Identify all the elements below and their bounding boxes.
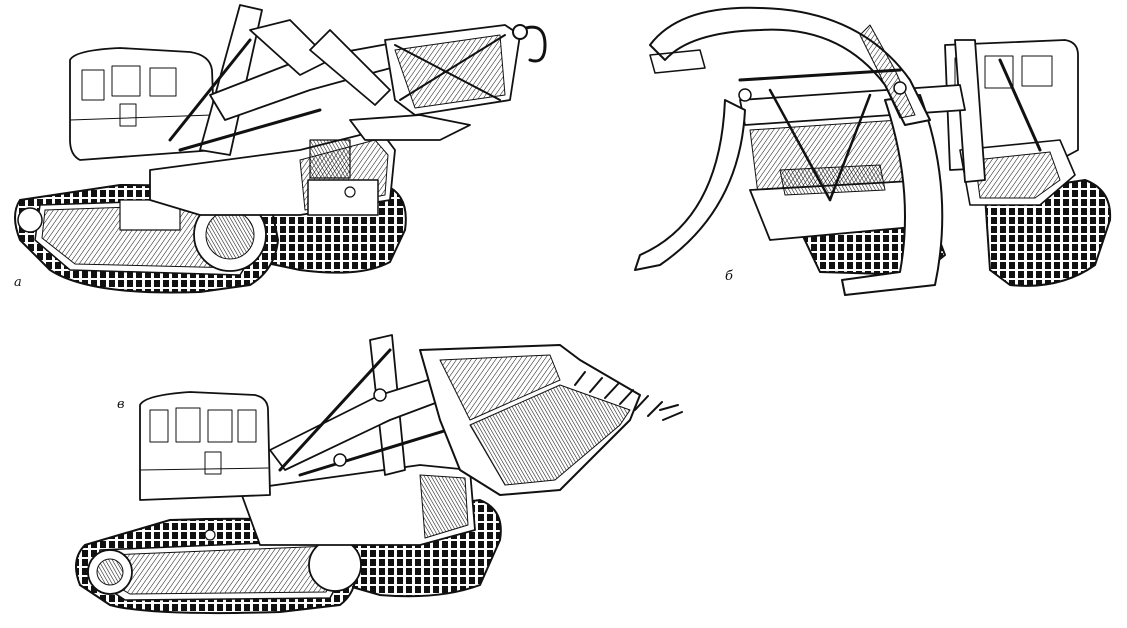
panel-a-illustration: [14, 4, 547, 294]
panel-c-illustration: [75, 334, 683, 615]
panel-b-illustration: [634, 6, 1112, 296]
panel-label-c: в: [117, 397, 125, 412]
panel-label-a: а: [14, 275, 22, 290]
panel-label-b: б: [725, 269, 733, 284]
